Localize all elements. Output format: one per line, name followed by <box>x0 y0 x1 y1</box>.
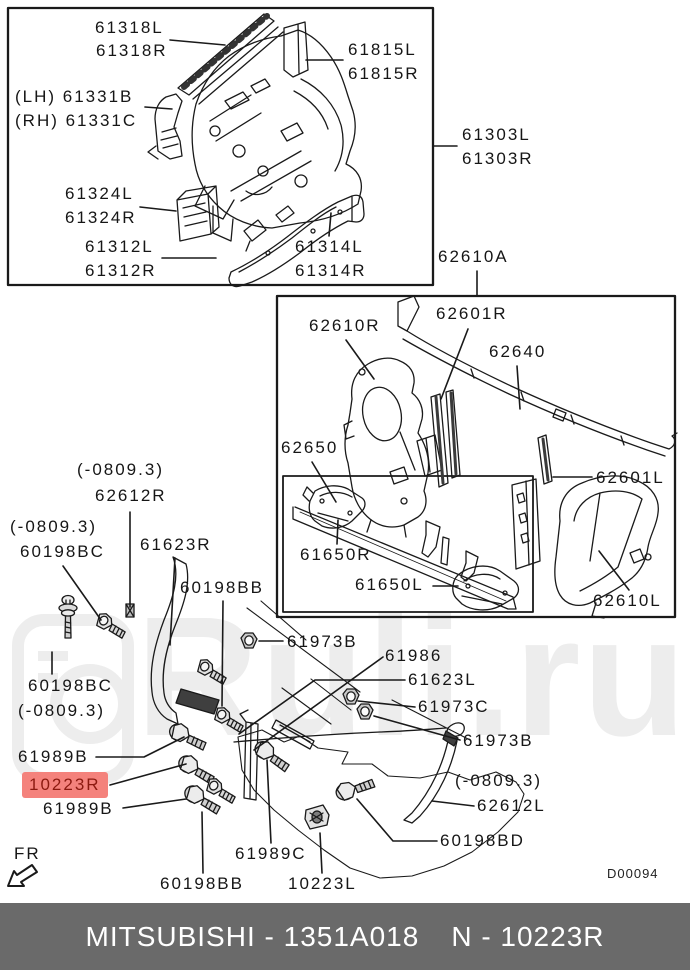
part-label-m_61989B1: 61989B <box>18 747 89 766</box>
part-label-b2_62610R: 62610R <box>309 316 381 335</box>
part-label-b2_62601R: 62601R <box>436 304 508 323</box>
apron-assembly-art <box>147 13 365 288</box>
part-label-m_date1: (-0809.3) <box>77 460 164 479</box>
part-label-m_62612R: 62612R <box>95 486 167 505</box>
part-label-b1_61318L: 61318L <box>95 18 164 37</box>
part-label-m_date2: (-0809.3) <box>10 517 97 536</box>
part-label-b2_62601L: 62601L <box>596 468 665 487</box>
part-label-m_60198BD: 60198BD <box>440 831 525 850</box>
part-label-m_61989C: 61989C <box>235 844 307 863</box>
watermark-text: Ruli.ru <box>136 582 689 772</box>
part-label-b1_61312L: 61312L <box>85 237 154 256</box>
box-62650-subassembly <box>282 475 534 613</box>
part-label-m_60198BC1: 60198BC <box>20 542 105 561</box>
part-label-m_61623L: 61623L <box>408 670 477 689</box>
part-label-a_61303R: 61303R <box>462 149 534 168</box>
part-label-b2_62650: 62650 <box>281 438 339 457</box>
part-label-b1_61324L: 61324L <box>65 184 134 203</box>
footer-brand-partnumber: MITSUBISHI - 1351A018 <box>85 920 420 952</box>
part-label-b1_61318R: 61318R <box>96 41 168 60</box>
part-label-b1_61314L: 61314L <box>295 237 364 256</box>
part-label-m_10223L: 10223L <box>288 874 357 893</box>
footer-reference: N - 10223R <box>451 920 605 952</box>
part-label-m_61973B2: 61973B <box>463 731 534 750</box>
part-label-fr_label: FR <box>14 844 41 863</box>
part-label-m_61973C: 61973C <box>418 697 490 716</box>
selected-part-label: 10223R <box>22 772 108 798</box>
fr-direction-arrow <box>7 864 38 887</box>
part-label-a_61303L: 61303L <box>462 125 531 144</box>
part-label-d_code: D00094 <box>607 866 659 881</box>
part-label-b2_62610L: 62610L <box>593 591 662 610</box>
part-label-b2_61650L: 61650L <box>355 575 424 594</box>
part-label-b1_61324R: 61324R <box>65 208 137 227</box>
part-label-m_61989B2: 61989B <box>43 799 114 818</box>
part-label-m_date3: (-0809.3) <box>18 701 105 720</box>
part-label-b2_62640: 62640 <box>489 342 547 361</box>
radiator-support-art <box>292 295 678 619</box>
part-label-b1_61815R: 61815R <box>348 64 420 83</box>
part-label-m_61973B1: 61973B <box>287 632 358 651</box>
part-label-b1_61331C: (RH) 61331C <box>15 111 138 130</box>
part-label-m_60198BB2: 60198BB <box>160 874 244 893</box>
part-label-m_60198BC2: 60198BC <box>28 676 113 695</box>
part-label-m_date4: (-0809.3) <box>455 771 542 790</box>
part-label-m_62612L: 62612L <box>477 796 546 815</box>
part-label-m_61986: 61986 <box>385 646 443 665</box>
part-label-b1_61815L: 61815L <box>348 40 417 59</box>
box-62610A-assembly <box>275 294 677 619</box>
part-label-a_62610A: 62610A <box>438 247 509 266</box>
part-label-b1_61314R: 61314R <box>295 261 367 280</box>
part-label-b1_61331B: (LH) 61331B <box>15 87 134 106</box>
part-label-m_60198BB1: 60198BB <box>180 578 264 597</box>
footer-bar: MITSUBISHI - 1351A018 N - 10223R <box>0 903 690 970</box>
leader-lines <box>51 39 630 874</box>
part-label-b1_61312R: 61312R <box>85 261 157 280</box>
part-label-b2_61650R: 61650R <box>300 545 372 564</box>
lower-shield-art <box>150 556 525 879</box>
part-label-m_61623R: 61623R <box>140 535 212 554</box>
